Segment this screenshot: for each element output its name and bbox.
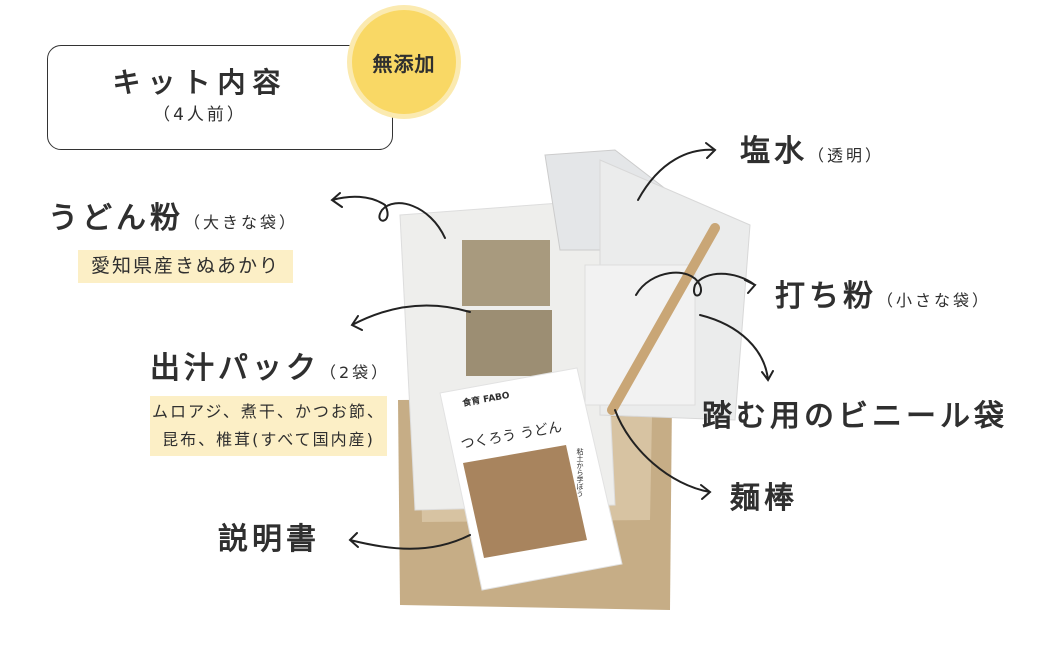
label-dashi-pack: 出汁パック（2袋）	[150, 343, 390, 387]
rolling-pin-label: 麺棒	[730, 481, 798, 516]
label-salt-water: 塩水（透明）	[740, 126, 884, 170]
salt-water-note: （透明）	[808, 146, 885, 165]
dashi-tag-line2: 昆布、椎茸(すべて国内産)	[162, 430, 375, 449]
page-title: キット内容	[112, 66, 288, 99]
vinyl-bag-label: 踏む用のビニール袋	[702, 399, 1008, 434]
salt-water-label: 塩水	[740, 134, 808, 169]
dashi-pack-note: （2袋）	[320, 363, 391, 382]
label-dusting-flour: 打ち粉（小さな袋）	[775, 271, 991, 315]
leaflet-subtitle: 粘土から学ぼう	[576, 448, 584, 497]
dashi-pack-tag: ムロアジ、煮干、かつお節、 昆布、椎茸(すべて国内産)	[150, 396, 387, 456]
kit-contents-header: キット内容 （4人前）	[47, 45, 393, 150]
udon-flour-note: （大きな袋）	[184, 213, 299, 232]
dusting-flour-label: 打ち粉	[775, 279, 877, 314]
dashi-tag-line1: ムロアジ、煮干、かつお節、	[152, 402, 385, 421]
servings-text: （4人前）	[153, 105, 247, 125]
rolling-pin	[607, 223, 720, 415]
udon-flour-label: うどん粉	[48, 201, 184, 236]
dashi-pack-2	[466, 310, 552, 376]
additive-free-badge: 無添加	[352, 10, 456, 114]
dashi-pack-1	[462, 240, 550, 306]
dusting-flour-note: （小さな袋）	[877, 291, 992, 310]
manual-label: 説明書	[218, 522, 320, 557]
leaflet-photo	[463, 445, 587, 558]
badge-text: 無添加	[372, 51, 436, 76]
callout-arrows	[330, 142, 774, 550]
udon-flour-tag: 愛知県産きぬあかり	[78, 250, 293, 283]
dashi-pack-label: 出汁パック	[150, 351, 320, 386]
label-udon-flour: うどん粉（大きな袋）	[48, 193, 298, 237]
